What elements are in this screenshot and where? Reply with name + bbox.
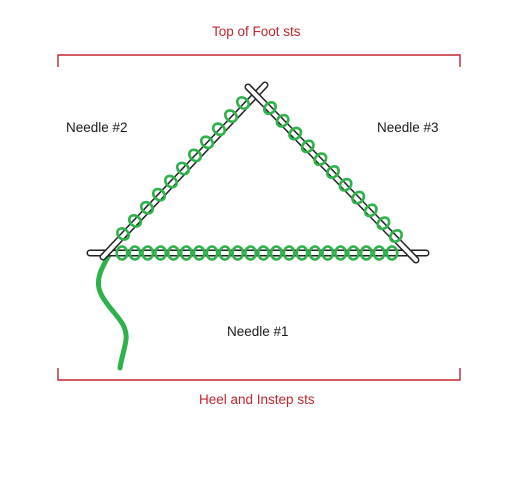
needle-3-stitches — [263, 101, 403, 243]
needle-1-stitch — [179, 245, 193, 261]
needle-2-stitches — [115, 96, 251, 241]
needle-2-stitch — [223, 109, 239, 124]
needle-1-stitch — [218, 245, 232, 261]
needle-3-stitch — [351, 190, 366, 205]
needle-2-stitch — [127, 213, 143, 228]
needle-3-stitch — [288, 126, 303, 141]
needle-2-stitch — [199, 135, 215, 150]
heel-and-instep-bracket — [57, 368, 461, 381]
needle-2-label: Needle #2 — [66, 120, 128, 135]
needle-1-stitch — [282, 245, 296, 261]
needle-3-stitch — [363, 203, 378, 218]
top-of-foot-bracket — [57, 54, 461, 67]
needle-3-stitch — [338, 177, 353, 192]
yarn-tail — [95, 247, 129, 371]
needle-3-stitch — [275, 113, 290, 128]
needle-1-stitch — [372, 245, 386, 261]
needle-3-stitch — [300, 139, 315, 154]
needle-3-stitch — [389, 229, 403, 243]
needle-2-stitch — [235, 96, 251, 110]
needle-1-stitch — [269, 245, 283, 261]
needle-1-stitches — [115, 245, 399, 261]
needle-3-stitch — [376, 216, 391, 231]
needle-1-stitch — [244, 245, 258, 261]
top-of-foot-label: Top of Foot sts — [212, 24, 301, 39]
needle-1-stitch — [205, 245, 219, 261]
needle-1-stitch — [115, 245, 129, 261]
needle-2-stitch — [211, 122, 227, 137]
needle-2-stitch — [151, 187, 167, 202]
needle-1-stitch — [334, 245, 348, 261]
needle-1-stitch — [166, 245, 180, 261]
needle-1-stitch — [295, 245, 309, 261]
needle-2-stitch — [115, 227, 131, 241]
heel-and-instep-label: Heel and Instep sts — [199, 392, 315, 407]
needle-1-label: Needle #1 — [227, 324, 289, 339]
needle-3-label: Needle #3 — [377, 120, 439, 135]
needle-1-stitch — [154, 245, 168, 261]
needle-2-stitch — [139, 200, 155, 215]
needle-1-stitch — [321, 245, 335, 261]
needle-2-stitch — [163, 174, 179, 189]
needle-3 — [244, 83, 420, 264]
needle-1-stitch — [385, 245, 399, 261]
needle-1-stitch — [231, 245, 245, 261]
needle-1-stitch — [128, 245, 142, 261]
needle-1-stitch — [256, 245, 270, 261]
needle-3-stitch — [263, 101, 277, 115]
needle-1-stitch — [308, 245, 322, 261]
needle-1-stitch — [141, 245, 155, 261]
needle-3-stitch — [313, 152, 328, 167]
needle-1-stitch — [359, 245, 373, 261]
needle-1-stitch — [346, 245, 360, 261]
needle-1-stitch — [192, 245, 206, 261]
needle-2-stitch — [187, 148, 203, 163]
needle-2-stitch — [175, 161, 191, 176]
needle-2 — [99, 81, 269, 261]
needle-3-stitch — [326, 165, 340, 179]
